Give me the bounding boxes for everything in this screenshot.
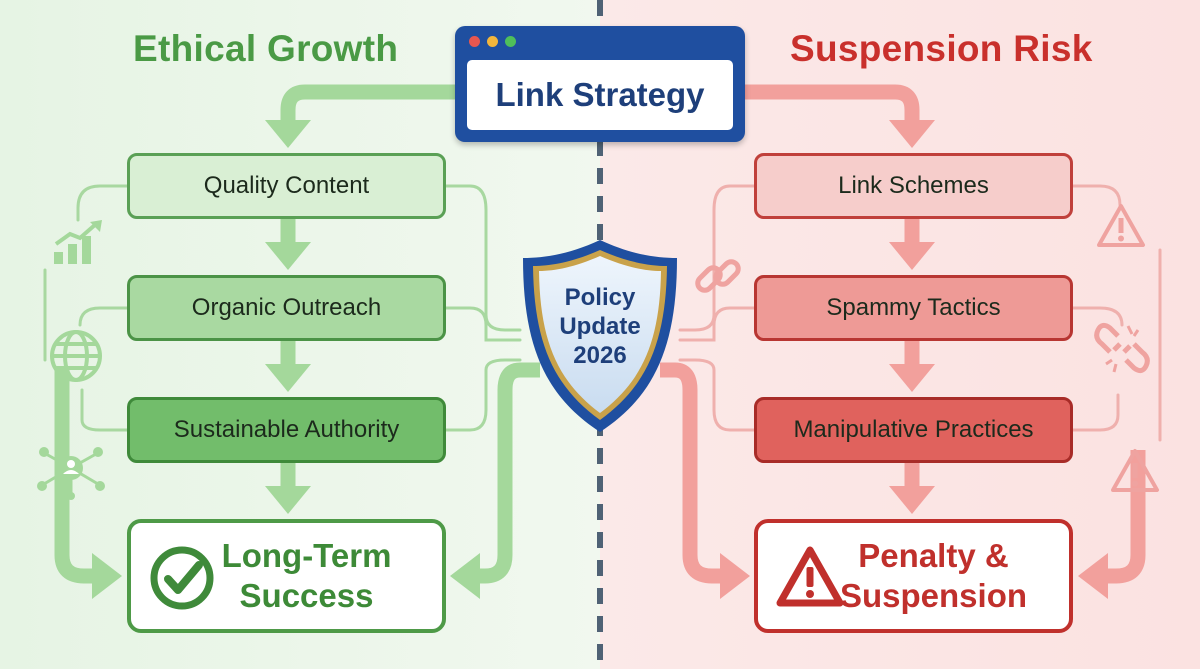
sustainable-authority-step: Sustainable Authority bbox=[127, 397, 446, 463]
globe-icon bbox=[50, 330, 102, 382]
warning-icon bbox=[1097, 204, 1145, 247]
link-schemes-step: Link Schemes bbox=[754, 153, 1073, 219]
chain-link-icon bbox=[695, 259, 741, 293]
growth-chart-icon bbox=[54, 220, 102, 264]
quality-content-step: Quality Content bbox=[127, 153, 446, 219]
warning-icon bbox=[1111, 449, 1159, 492]
outcome-line-1: Long-Term bbox=[221, 537, 392, 574]
spammy-tactics-step: Spammy Tactics bbox=[754, 275, 1073, 341]
red-flow-arrows bbox=[660, 84, 1146, 584]
long-term-success-outcome: Long-Term Success bbox=[127, 519, 446, 633]
green-flow-arrows bbox=[54, 84, 540, 584]
window-minimize-dot bbox=[487, 36, 498, 47]
penalty-line-2: Suspension bbox=[839, 577, 1028, 614]
green-arrowheads bbox=[92, 120, 480, 599]
red-arrowheads bbox=[720, 120, 1108, 599]
ethical-growth-heading: Ethical Growth bbox=[133, 28, 399, 69]
red-thin-lines bbox=[678, 184, 1162, 442]
shield-icon bbox=[523, 240, 677, 432]
link-strategy-title: Link Strategy bbox=[467, 60, 733, 130]
green-thin-lines bbox=[43, 184, 522, 432]
penalty-line-1: Penalty & bbox=[858, 537, 1009, 574]
badge-line-1: Policy bbox=[564, 284, 636, 311]
broken-link-icon bbox=[1094, 322, 1150, 374]
badge-line-3: 2026 bbox=[573, 342, 627, 369]
policy-update-badge: Policy Update 2026 bbox=[515, 283, 685, 370]
manipulative-practices-step: Manipulative Practices bbox=[754, 397, 1073, 463]
badge-line-2: Update bbox=[559, 313, 641, 340]
network-user-icon bbox=[37, 447, 105, 500]
warning-icon bbox=[776, 546, 844, 607]
penalty-suspension-outcome: Penalty & Suspension bbox=[754, 519, 1073, 633]
suspension-risk-heading: Suspension Risk bbox=[790, 28, 1093, 69]
organic-outreach-step: Organic Outreach bbox=[127, 275, 446, 341]
link-strategy-window: Link Strategy bbox=[455, 26, 745, 142]
window-close-dot bbox=[469, 36, 480, 47]
window-maximize-dot bbox=[505, 36, 516, 47]
outcome-line-2: Success bbox=[239, 577, 374, 614]
checkmark-icon bbox=[150, 546, 214, 610]
